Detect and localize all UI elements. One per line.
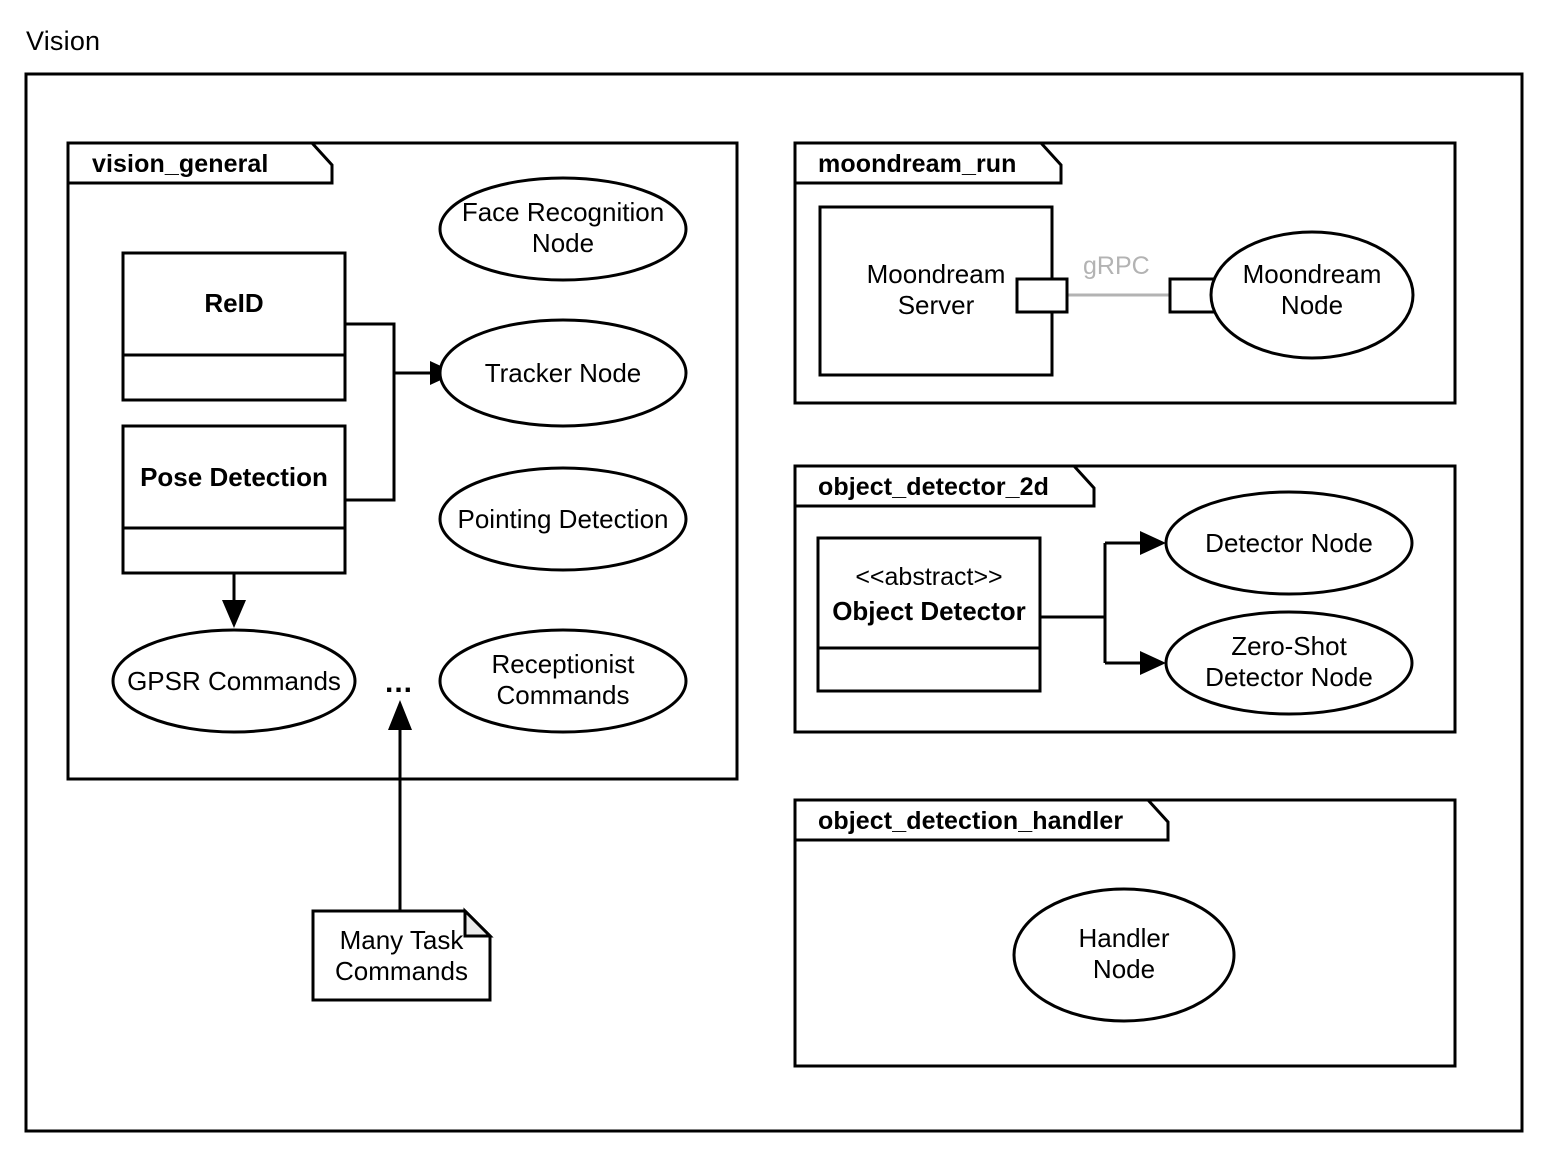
node-face_recognition_node: [438, 176, 688, 282]
node-zero_shot_detector_node: [1164, 610, 1414, 716]
package-label-moondream_run: moondream_run: [818, 150, 1017, 178]
diagram-title: Vision: [26, 26, 101, 56]
node-moondream_node: [1209, 230, 1415, 360]
package-tab-object_detector_2d: [793, 464, 1096, 508]
package-tab-object_detection_handler: [793, 798, 1170, 842]
node-gpsr_commands: [111, 628, 357, 734]
class-box-pose_detection: [121, 424, 347, 575]
package-tab-moondream_run: [793, 141, 1063, 185]
edge-object_detector-to-nodes: [1040, 531, 1166, 675]
node-handler_node: [1012, 887, 1236, 1023]
ellipsis-more-commands: ...: [385, 666, 414, 699]
node-detector_node: [1164, 490, 1414, 596]
port-moondream_server: [1015, 277, 1069, 314]
class-box-object_detector: [816, 536, 1042, 693]
node-pointing_detection: [438, 466, 688, 572]
package-label-object_detector_2d: object_detector_2d: [818, 473, 1050, 501]
edge-pose-to-gpsr: [222, 573, 246, 628]
node-tracker_node: [438, 318, 688, 428]
node-receptionist_commands: [438, 628, 688, 734]
class-box-reid: [121, 251, 347, 402]
note-many_task_commands: [311, 907, 494, 1002]
edge-note-to-ellipsis: [388, 700, 412, 911]
class-box-moondream_server: [818, 205, 1054, 377]
edge-label-grpc: gRPC: [1083, 252, 1150, 280]
package-label-vision_general: vision_general: [92, 150, 269, 178]
package-label-object_detection_handler: object_detection_handler: [818, 807, 1124, 835]
package-tab-vision_general: [66, 141, 334, 185]
